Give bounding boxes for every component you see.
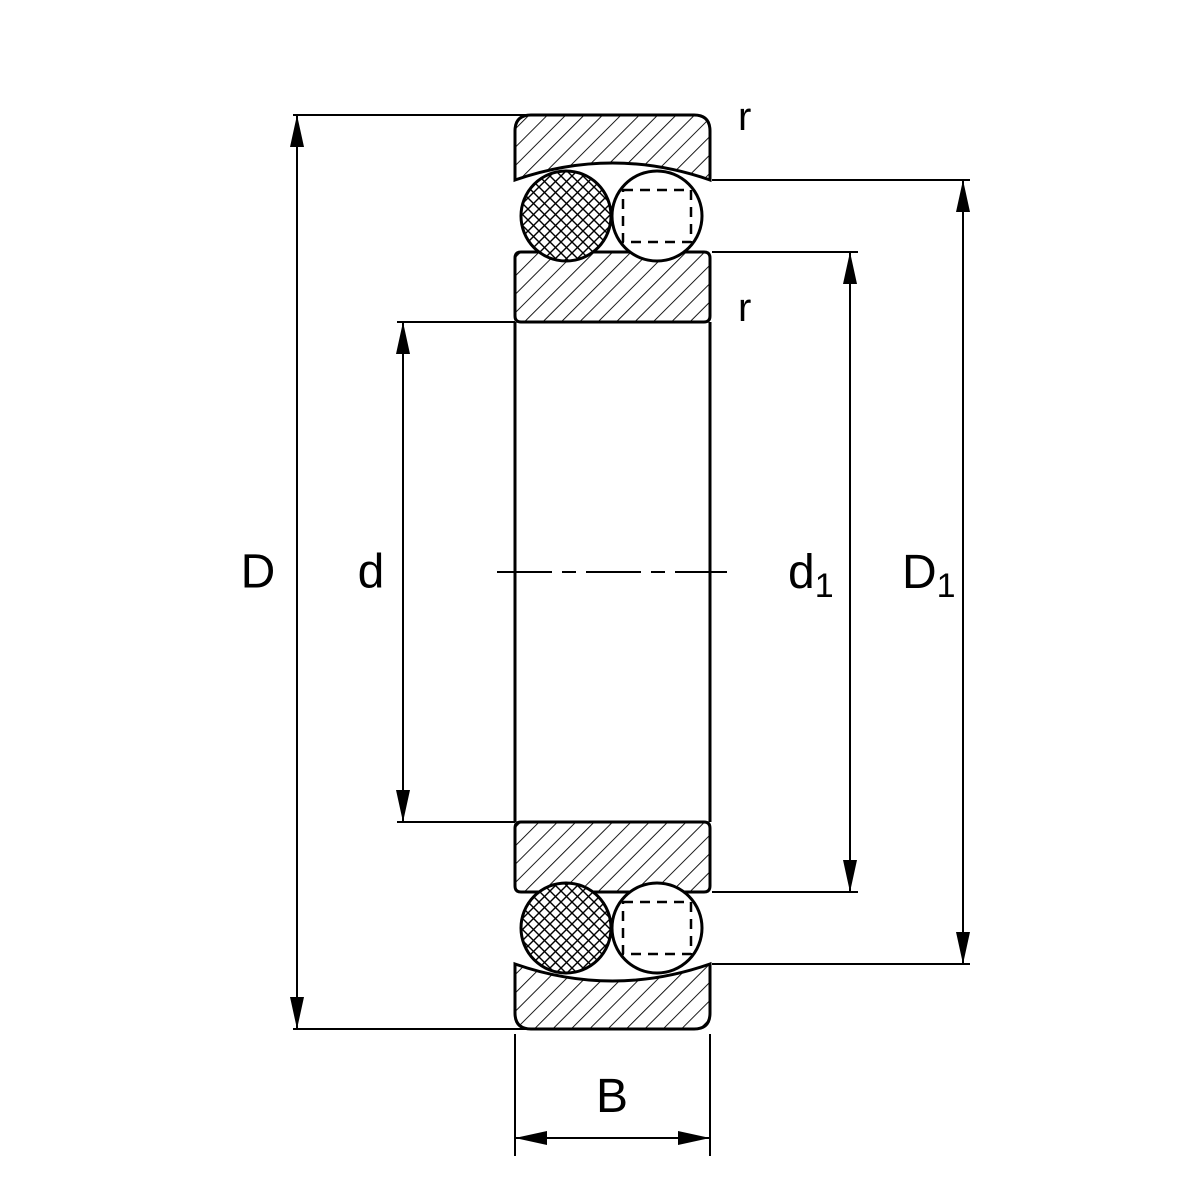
ball-bottom-left-sectioned	[519, 881, 613, 975]
arrow-B-right	[678, 1131, 710, 1145]
arrow-d1-up	[843, 252, 857, 284]
label-chamfer-r-top: r	[738, 95, 751, 139]
ball-top-right	[610, 169, 704, 263]
dimension-lines	[296, 115, 964, 1139]
arrow-B-left	[515, 1131, 547, 1145]
label-outer-diameter-D: D	[241, 546, 276, 599]
ball-top-right-hidden-outline	[621, 188, 693, 244]
label-d1-subscript: 1	[815, 567, 834, 605]
label-width-B: B	[596, 1070, 628, 1123]
arrow-d1-down	[843, 860, 857, 892]
arrowheads	[290, 115, 970, 1145]
label-outer-shoulder-D1: D1	[902, 546, 956, 606]
ball-bottom-right	[610, 881, 704, 975]
dimension-labels: D d d1 D1 B r r	[241, 95, 956, 1123]
ball-bottom-right-hidden-outline	[621, 900, 693, 956]
ball-top-left-sectioned	[519, 169, 613, 263]
extension-lines	[293, 114, 970, 1156]
inner-ring-top-section	[513, 250, 712, 324]
label-inner-shoulder-d1: d1	[788, 546, 834, 606]
outer-ring-top-section	[513, 113, 712, 183]
arrow-D1-up	[956, 180, 970, 212]
outer-ring-bottom-section	[513, 961, 712, 1031]
label-chamfer-r-inner: r	[738, 286, 751, 330]
label-D1-main: D	[902, 546, 937, 599]
arrow-d-down	[396, 790, 410, 822]
bearing-section	[497, 113, 727, 1031]
arrow-D1-down	[956, 932, 970, 964]
arrow-d-up	[396, 322, 410, 354]
label-d1-main: d	[788, 546, 815, 599]
label-D1-subscript: 1	[937, 567, 956, 605]
arrow-D-down	[290, 997, 304, 1029]
inner-ring-bottom-section	[513, 820, 712, 894]
arrow-D-up	[290, 115, 304, 147]
label-bore-diameter-d: d	[358, 546, 385, 599]
